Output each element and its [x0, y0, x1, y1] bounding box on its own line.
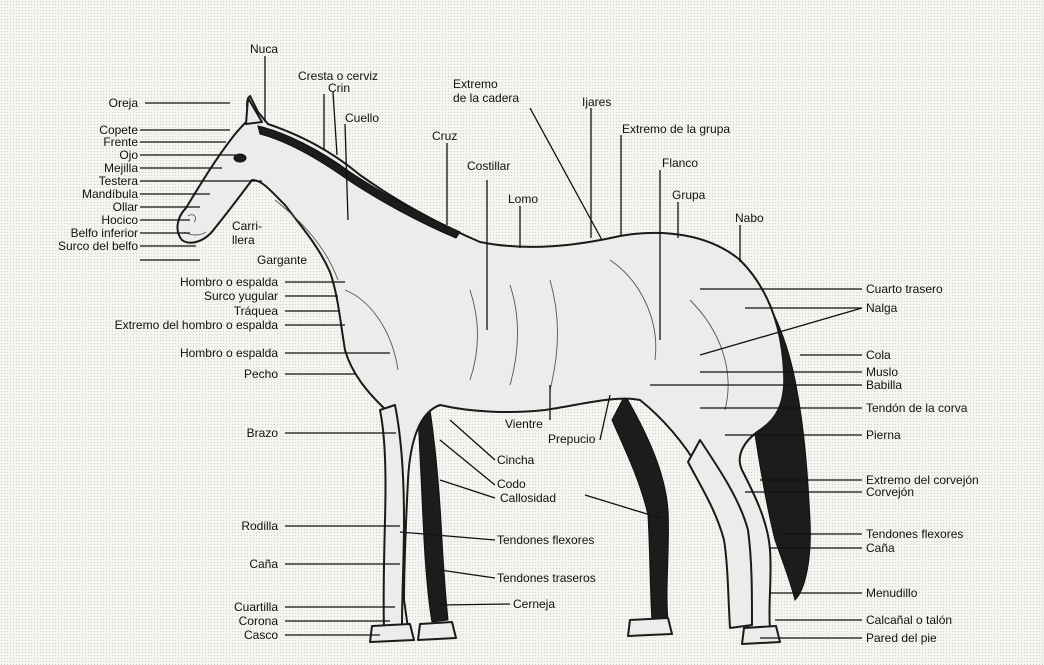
- label-cola: Cola: [866, 348, 891, 362]
- label-callosidad: Callosidad: [500, 491, 556, 505]
- label-mejilla: Mejilla: [104, 161, 138, 175]
- label-rodilla: Rodilla: [241, 519, 278, 533]
- label-tendon-de-la-corva: Tendón de la corva: [866, 401, 968, 415]
- label-flanco: Flanco: [662, 156, 698, 170]
- hoof-front-far: [418, 622, 456, 640]
- label-nuca: Nuca: [250, 42, 278, 56]
- label-corvejon: Corvejón: [866, 485, 914, 499]
- label-frente: Frente: [103, 135, 138, 149]
- label-ojo: Ojo: [119, 148, 138, 162]
- label-nabo: Nabo: [735, 211, 764, 225]
- label-cruz: Cruz: [432, 129, 457, 143]
- hoof-hind-far: [628, 618, 672, 636]
- label-hombro-o-espalda-1: Hombro o espalda: [180, 275, 278, 289]
- label-extremo-de-la-grupa: Extremo de la grupa: [622, 122, 730, 136]
- label-tendones-traseros: Tendones traseros: [497, 571, 596, 585]
- label-extremo-del-hombro: Extremo del hombro o espalda: [115, 318, 279, 332]
- label-muslo: Muslo: [866, 365, 898, 379]
- hoof-hind-near: [742, 626, 780, 644]
- label-lomo: Lomo: [508, 192, 538, 206]
- label-hombro-o-espalda-2: Hombro o espalda: [180, 346, 278, 360]
- label-casco: Casco: [244, 628, 278, 642]
- label-ollar: Ollar: [113, 200, 138, 214]
- label-costillar: Costillar: [467, 159, 510, 173]
- label-pecho: Pecho: [244, 367, 278, 381]
- hoof-front-near: [370, 624, 414, 642]
- label-testera: Testera: [99, 174, 139, 188]
- label-babilla: Babilla: [866, 378, 902, 392]
- label-cerneja: Cerneja: [513, 597, 555, 611]
- label-tendones-flexores-front: Tendones flexores: [497, 533, 594, 547]
- label-gargante: Gargante: [257, 253, 307, 267]
- label-calcanal-o-talon: Calcañal o talón: [866, 613, 952, 627]
- label-menudillo: Menudillo: [866, 586, 918, 600]
- label-carrillera-2: llera: [232, 233, 255, 247]
- label-cana-hind: Caña: [866, 541, 895, 555]
- label-hocico: Hocico: [101, 213, 138, 227]
- label-surco-del-belfo: Surco del belfo: [58, 239, 138, 253]
- label-codo: Codo: [497, 477, 526, 491]
- label-cuartilla: Cuartilla: [234, 600, 278, 614]
- label-surco-yugular: Surco yugular: [204, 289, 278, 303]
- label-brazo: Brazo: [247, 426, 279, 440]
- label-extremo-line2: de la cadera: [453, 91, 519, 105]
- label-cincha: Cincha: [497, 453, 535, 467]
- label-oreja: Oreja: [109, 96, 139, 110]
- label-pared-del-pie: Pared del pie: [866, 631, 937, 645]
- label-nalga: Nalga: [866, 301, 898, 315]
- label-vientre: Vientre: [505, 417, 543, 431]
- label-traquea: Tráquea: [234, 304, 279, 318]
- label-belfo-inferior: Belfo inferior: [71, 226, 138, 240]
- label-prepucio: Prepucio: [548, 432, 596, 446]
- label-ijares: Ijares: [582, 95, 611, 109]
- label-corona: Corona: [239, 614, 279, 628]
- label-pierna: Pierna: [866, 428, 901, 442]
- label-crin: Crin: [328, 81, 350, 95]
- label-cana-front: Caña: [249, 557, 278, 571]
- label-grupa: Grupa: [672, 188, 706, 202]
- label-tendones-flexores-hind: Tendones flexores: [866, 527, 963, 541]
- label-carrillera-1: Carri-: [232, 219, 262, 233]
- label-extremo-line1: Extremo: [453, 77, 498, 91]
- label-mandibula: Mandíbula: [82, 187, 138, 201]
- label-cuarto-trasero: Cuarto trasero: [866, 282, 943, 296]
- label-cuello: Cuello: [345, 111, 379, 125]
